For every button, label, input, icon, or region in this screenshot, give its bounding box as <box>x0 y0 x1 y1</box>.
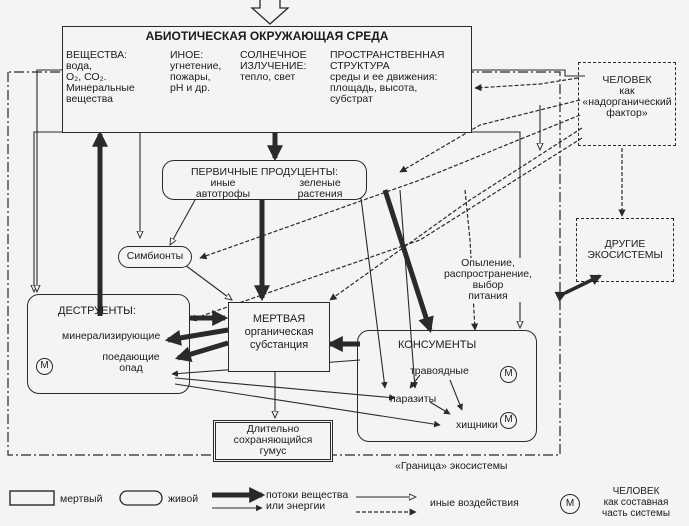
wavy-human-to-decomposers <box>189 137 583 322</box>
legend-m-symbol: М <box>560 494 580 514</box>
decomposers-m-symbol: М <box>36 358 53 375</box>
primary-producers-box <box>162 160 367 200</box>
consumers-m-symbol-2: М <box>500 412 517 429</box>
ecosystem-boundary-label: «Граница» экосистемы <box>395 460 508 472</box>
decomposers-box <box>27 294 190 394</box>
wavy-human-to-dead <box>329 127 583 301</box>
consumers-parasites: паразиты <box>390 393 437 405</box>
arrow-litter-to-parasites <box>174 377 396 401</box>
consumers-title: КОНСУМЕНТЫ <box>398 339 477 351</box>
top-input-arrow <box>250 0 290 25</box>
arrow-producers-to-parasites <box>359 189 388 389</box>
human-box <box>578 62 676 146</box>
abiotic-environment-box <box>62 26 472 133</box>
open-symbionts-to-dead <box>184 264 232 300</box>
legend-living-swatch <box>119 490 163 506</box>
consumers-predators: хищники <box>456 419 498 431</box>
open-producers-to-symbionts <box>170 199 196 245</box>
flow-producers-to-consumers <box>382 189 434 334</box>
consumers-m-symbol-1: М <box>500 366 517 383</box>
decomposers-title: ДЕСТРУЕНТЫ: <box>58 305 136 317</box>
arrow-ecosystem-to-other <box>554 274 603 302</box>
legend-other-effects-label: иные воздействия <box>430 497 519 509</box>
arrow-herbivores-to-parasites <box>409 374 421 389</box>
consumers-box <box>357 330 537 442</box>
wavy-human-to-producers <box>399 99 581 173</box>
flow-dead-to-mineralizing <box>164 327 229 346</box>
open-left-down <box>34 131 62 292</box>
symbionts-box <box>118 246 192 268</box>
arrow-parasites-to-predators <box>429 401 451 415</box>
abiotic-environment-title: АБИОТИЧЕСКАЯ ОКРУЖАЮЩАЯ СРЕДА <box>145 29 389 43</box>
legend-dead-label: мертвый <box>60 493 103 505</box>
humus-box <box>213 420 333 462</box>
legend-living-label: живой <box>168 493 199 505</box>
symbionts-label: Симбионты <box>126 250 184 262</box>
arrow-herbivores-to-predators <box>449 379 463 411</box>
flow-dead-to-litter <box>174 340 229 362</box>
wavy-human-to-symbionts <box>199 114 581 260</box>
decomposers-mineralizing: минерализирующие <box>62 330 161 342</box>
producers-title: ПЕРВИЧНЫЕ ПРОДУЦЕНТЫ: <box>190 166 339 178</box>
arrow-litter-to-predators <box>174 383 441 428</box>
wavy-human-to-env <box>474 77 579 92</box>
legend-dead-swatch <box>9 490 55 506</box>
consumers-herbivores: травоядные <box>410 365 469 377</box>
other-ecosystems-box <box>576 218 674 282</box>
open-human-to-left <box>37 69 585 292</box>
env-other: ИНОЕ:угнетение,пожары,pH и др. <box>170 49 222 94</box>
dead-matter-box <box>228 302 330 372</box>
arrow-producers-to-parasites-2 <box>399 189 418 389</box>
